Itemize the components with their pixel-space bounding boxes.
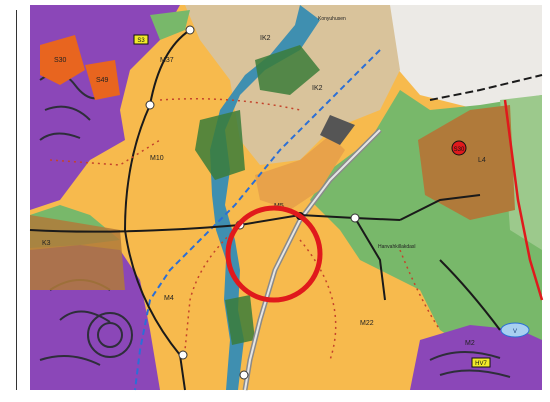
wetland-south [225, 295, 255, 345]
paths-dotted [49, 98, 441, 361]
river [210, 5, 320, 390]
badge-red [451, 140, 467, 156]
label-m22: M22 [360, 320, 374, 327]
pond-badge-label: V [513, 329, 517, 335]
boundary-northeast [429, 74, 543, 101]
badge-red-label: S30 [454, 147, 465, 153]
label-s30: S30 [54, 57, 67, 64]
wetland-north [255, 45, 320, 95]
industrial-block [320, 115, 355, 145]
orange-wedge [255, 135, 345, 210]
label-hanna: Hanvahkillakdasl [378, 244, 416, 250]
label-m2: M2 [465, 340, 475, 347]
label-ik2-mid: IK2 [312, 85, 323, 92]
railway-center [244, 129, 381, 391]
brown-zone-k3 [30, 215, 125, 290]
dark-orange-s49 [85, 60, 120, 100]
hv-badge-label: HV7 [475, 361, 487, 367]
label-l4: L4 [478, 157, 486, 164]
label-m4: M4 [164, 295, 174, 302]
badge-yellow [133, 34, 149, 45]
red-boundary-east [503, 99, 544, 301]
green-patch-north [150, 10, 190, 40]
badge-yellow-label: S3 [137, 38, 145, 44]
pond-badge [500, 322, 530, 338]
boundary-dashed [134, 49, 381, 391]
label-m10: M10 [150, 155, 164, 162]
dark-orange-s30 [40, 35, 85, 85]
label-ik2-top: IK2 [260, 35, 271, 42]
hv-badge [471, 357, 491, 368]
label-s49: S49 [96, 77, 109, 84]
brown-zone-l4 [418, 105, 515, 220]
left-border-line [16, 10, 17, 390]
label-k3: K3 [42, 240, 51, 247]
label-konus: Konyuhusen [318, 16, 346, 22]
wetland-mid [195, 110, 245, 180]
label-m37: M37 [160, 57, 174, 64]
highlight-circle [225, 205, 323, 303]
